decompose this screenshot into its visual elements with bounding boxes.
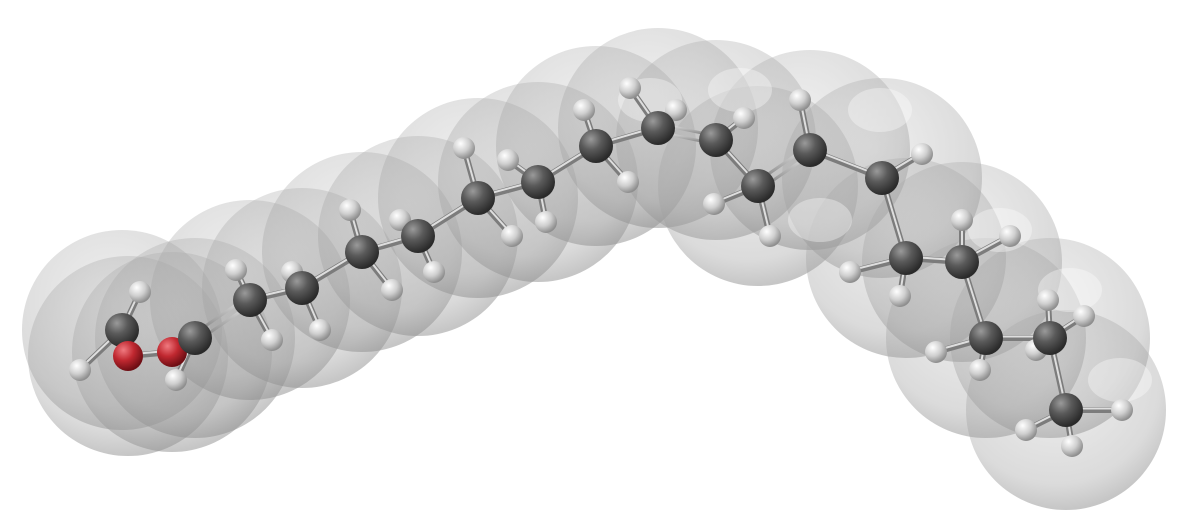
surface-highlight (788, 198, 852, 242)
hydrogen-atom (617, 171, 639, 193)
hydrogen-atom (1111, 399, 1133, 421)
carbon-atom (178, 321, 212, 355)
electron-density-surface (22, 28, 1166, 510)
carbon-atom (579, 129, 613, 163)
carbon-atom (1049, 393, 1083, 427)
atom-group (69, 77, 1133, 457)
oxygen-atom (113, 341, 143, 371)
hydrogen-atom (261, 329, 283, 351)
surface-highlight (708, 68, 772, 112)
hydrogen-atom (381, 279, 403, 301)
hydrogen-atom (573, 99, 595, 121)
carbon-atom (889, 241, 923, 275)
carbon-atom (641, 111, 675, 145)
hydrogen-atom (501, 225, 523, 247)
carbon-atom (699, 123, 733, 157)
hydrogen-atom (925, 341, 947, 363)
hydrogen-atom (839, 261, 861, 283)
carbon-atom (865, 161, 899, 195)
hydrogen-atom (665, 99, 687, 121)
surface-highlight (1088, 358, 1152, 402)
hydrogen-atom (225, 259, 247, 281)
surface-highlight (848, 88, 912, 132)
hydrogen-atom (789, 89, 811, 111)
hydrogen-atom (911, 143, 933, 165)
hydrogen-atom (453, 137, 475, 159)
carbon-atom (1033, 321, 1067, 355)
hydrogen-atom (69, 359, 91, 381)
hydrogen-atom (1015, 419, 1037, 441)
hydrogen-atom (733, 107, 755, 129)
carbon-atom (285, 271, 319, 305)
hydrogen-atom (619, 77, 641, 99)
carbon-atom (741, 169, 775, 203)
hydrogen-atom (129, 281, 151, 303)
carbon-atom (945, 245, 979, 279)
hydrogen-atom (1061, 435, 1083, 457)
hydrogen-atom (1037, 289, 1059, 311)
hydrogen-atom (1073, 305, 1095, 327)
hydrogen-atom (999, 225, 1021, 247)
carbon-atom (793, 133, 827, 167)
hydrogen-atom (339, 199, 361, 221)
carbon-atom (461, 181, 495, 215)
carbon-atom (521, 165, 555, 199)
hydrogen-atom (951, 209, 973, 231)
carbon-atom (969, 321, 1003, 355)
hydrogen-atom (535, 211, 557, 233)
carbon-atom (233, 283, 267, 317)
hydrogen-atom (309, 319, 331, 341)
hydrogen-atom (889, 285, 911, 307)
surface-highlight (968, 208, 1032, 252)
hydrogen-atom (165, 369, 187, 391)
carbon-atom (105, 313, 139, 347)
hydrogen-atom (703, 193, 725, 215)
hydrogen-atom (759, 225, 781, 247)
hydrogen-atom (497, 149, 519, 171)
carbon-atom (401, 219, 435, 253)
hydrogen-atom (423, 261, 445, 283)
hydrogen-atom (969, 359, 991, 381)
carbon-atom (345, 235, 379, 269)
